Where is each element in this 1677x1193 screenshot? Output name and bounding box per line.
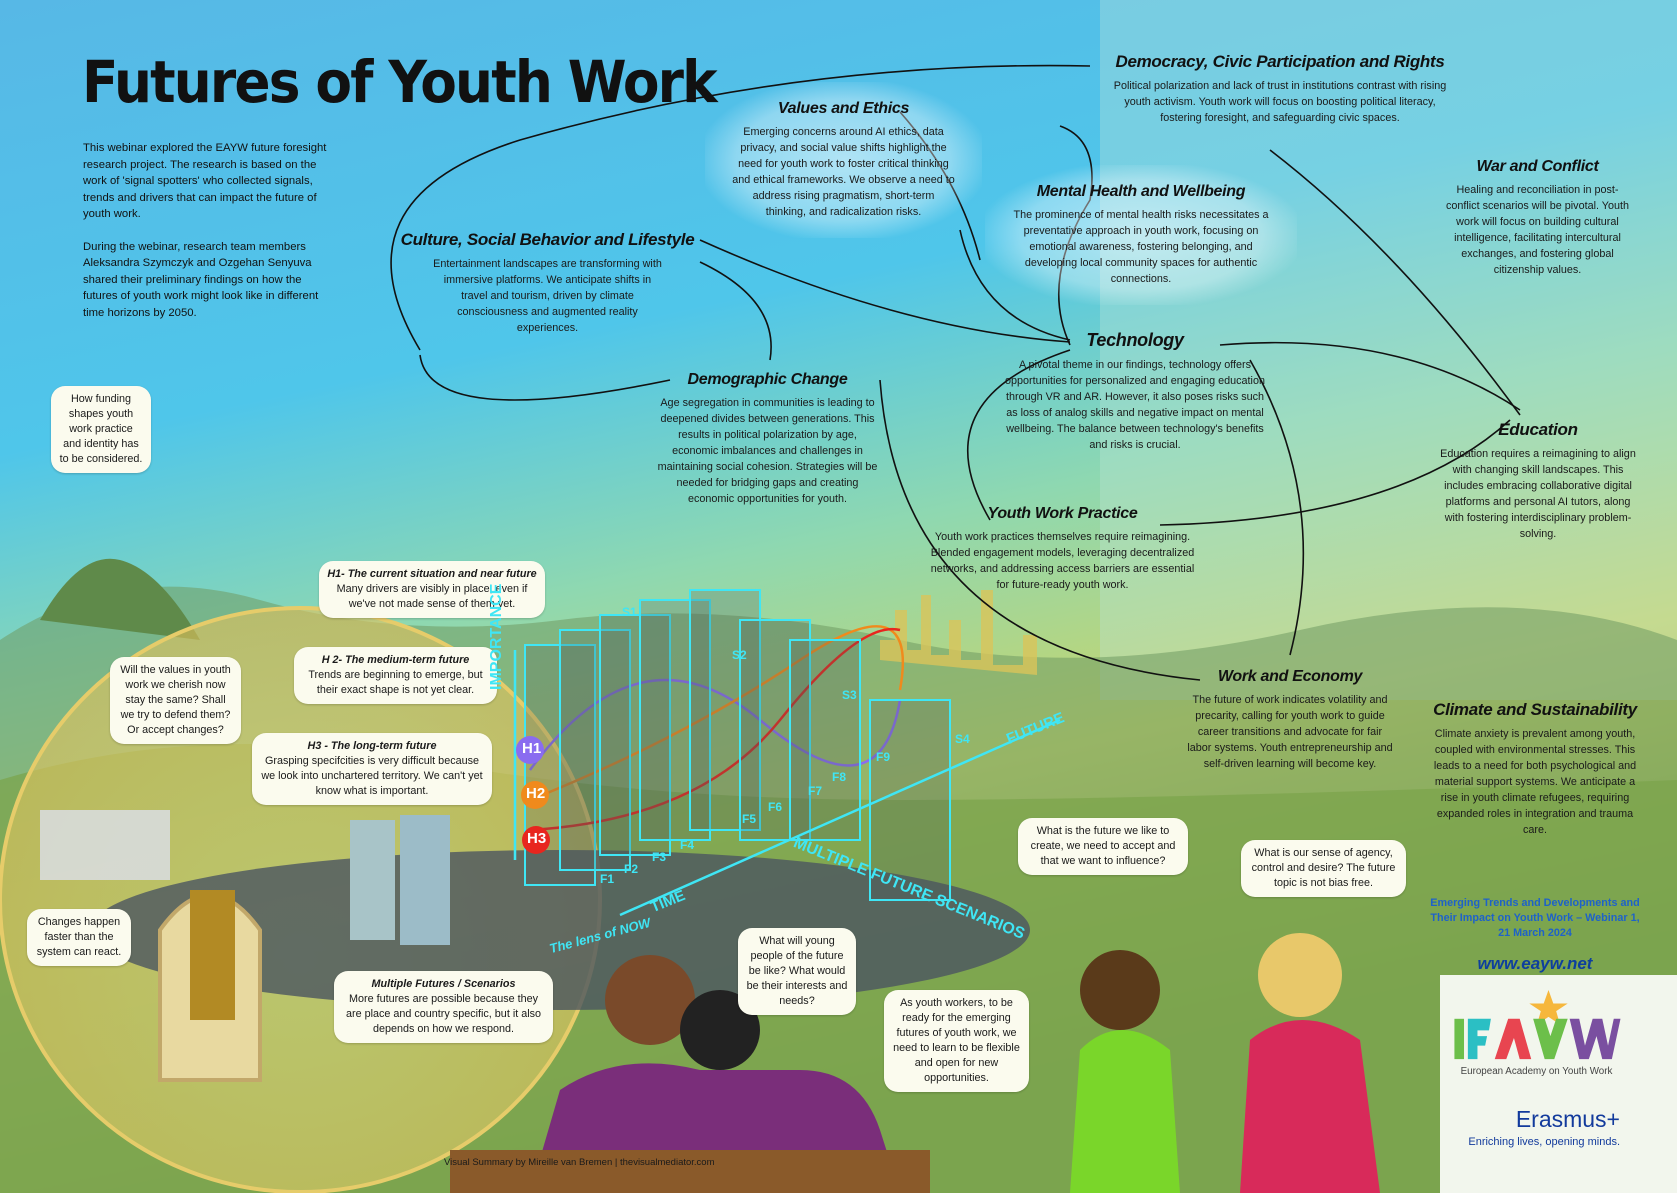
theme-demographic-change: Demographic Change Age segregation in co… [655,371,880,507]
horizon-title: H1- The current situation and near futur… [327,568,537,580]
frame-label: F1 [600,872,615,886]
theme-democracy: Democracy, Civic Participation and Right… [1110,52,1450,126]
horizon-body: Many drivers are visibly in place, even … [336,583,528,610]
theme-title: Education [1498,420,1578,439]
theme-title: Values and Ethics [777,100,910,117]
theme-title: Mental Health and Wellbeing [1036,183,1246,200]
theme-youth-work-practice: Youth Work Practice Youth work practices… [925,505,1200,593]
theme-values: Values and Ethics Emerging concerns arou… [705,82,982,238]
theme-work-economy: Work and Economy The future of work indi… [1185,668,1395,772]
theme-title: Climate and Sustainability [1433,700,1637,719]
horizon-h1-box: H1- The current situation and near futur… [319,561,545,618]
page-title: Futures of Youth Work [82,48,718,116]
event-info: Emerging Trends and Developments and The… [1430,897,1640,939]
intro-paragraph: This webinar explored the EAYW future fo… [83,142,327,220]
website-link[interactable]: www.eayw.net [1477,954,1593,973]
speech-bubble-changes: Changes happen faster than the system ca… [27,909,131,966]
theme-title: Work and Economy [1217,668,1363,685]
theme-body: Education requires a reimagining to alig… [1440,448,1636,540]
horizon-body: Trends are beginning to emerge, but thei… [308,669,483,696]
frame-label: F3 [652,850,667,864]
theme-technology: Technology A pivotal theme in our findin… [1000,330,1270,453]
erasmus-logo: Erasmus+ [1515,1106,1620,1132]
eayw-logo-subtitle: European Academy on Youth Work [1460,1066,1613,1077]
theme-body: The prominence of mental health risks ne… [1013,209,1269,285]
scenario-label: S1 [622,605,637,619]
theme-title: Youth Work Practice [987,505,1138,522]
theme-climate-sustainability: Climate and Sustainability Climate anxie… [1425,700,1645,838]
speech-bubble-agency: What is our sense of agency, control and… [1241,840,1406,897]
theme-title: Technology [1086,330,1184,350]
eayw-logo [1454,990,1621,1060]
frame-label: F4 [680,838,695,852]
horizon-h2-box: H 2- The medium-term future Trends are b… [294,647,497,704]
theme-war-conflict: War and Conflict Healing and reconciliat… [1440,158,1635,278]
frame-label: F9 [876,750,891,764]
theme-mental-health: Mental Health and Wellbeing The prominen… [985,165,1297,305]
speech-bubble-funding: How funding shapes youth work practice a… [51,386,151,473]
multiple-futures-box: Multiple Futures / Scenarios More future… [334,971,553,1043]
frame-label: F6 [768,800,783,814]
theme-body: Political polarization and lack of trust… [1113,80,1447,124]
theme-body: Youth work practices themselves require … [930,531,1195,591]
theme-title: War and Conflict [1476,158,1599,175]
scenario-label: S2 [732,648,747,662]
speech-bubble-youth-workers: As youth workers, to be ready for the em… [884,990,1029,1092]
horizon-title: H 2- The medium-term future [321,654,470,666]
importance-axis-label: IMPORTANCE [488,583,505,690]
speech-bubble-young-people: What will young people of the future be … [738,928,856,1015]
artist-credit: Visual Summary by Mireille van Bremen | … [444,1157,715,1168]
intro-text: This webinar explored the EAYW future fo… [83,140,333,337]
horizon-body: Grasping specifcities is very difficult … [261,755,483,797]
horizon-title: Multiple Futures / Scenarios [371,978,516,990]
theme-title: Culture, Social Behavior and Lifestyle [400,230,695,249]
speech-bubble-future-create: What is the future we like to create, we… [1018,818,1188,875]
horizon-title: H3 - The long-term future [307,740,437,752]
theme-title: Demographic Change [687,371,848,388]
h2-marker: H2 [526,785,546,802]
theme-education: Education Education requires a reimagini… [1438,420,1638,542]
frame-label: F8 [832,770,847,784]
h1-marker: H1 [522,740,542,757]
theme-body: Emerging concerns around AI ethics, data… [732,126,955,218]
theme-body: Climate anxiety is prevalent among youth… [1433,728,1637,836]
scenario-label: S3 [842,688,857,702]
theme-culture: Culture, Social Behavior and Lifestyle E… [400,230,695,336]
frame-label: F5 [742,812,757,826]
horizon-body: More futures are possible because they a… [345,993,542,1035]
frame-label: F2 [624,862,639,876]
erasmus-tagline: Enriching lives, opening minds. [1468,1136,1620,1148]
scenario-label: S4 [955,732,970,746]
theme-body: The future of work indicates volatility … [1187,694,1393,770]
theme-title: Democracy, Civic Participation and Right… [1115,52,1445,71]
speech-bubble-values: Will the values in youth work we cherish… [110,657,241,744]
horizon-h3-box: H3 - The long-term future Grasping speci… [252,733,492,805]
theme-body: Healing and reconciliation in post-confl… [1445,184,1630,276]
theme-body: A pivotal theme in our findings, technol… [1005,359,1265,451]
h3-marker: H3 [527,830,547,847]
intro-paragraph: During the webinar, research team member… [83,240,319,319]
theme-body: Entertainment landscapes are transformin… [433,258,662,334]
frame-label: F7 [808,784,823,798]
theme-body: Age segregation in communities is leadin… [657,397,878,505]
